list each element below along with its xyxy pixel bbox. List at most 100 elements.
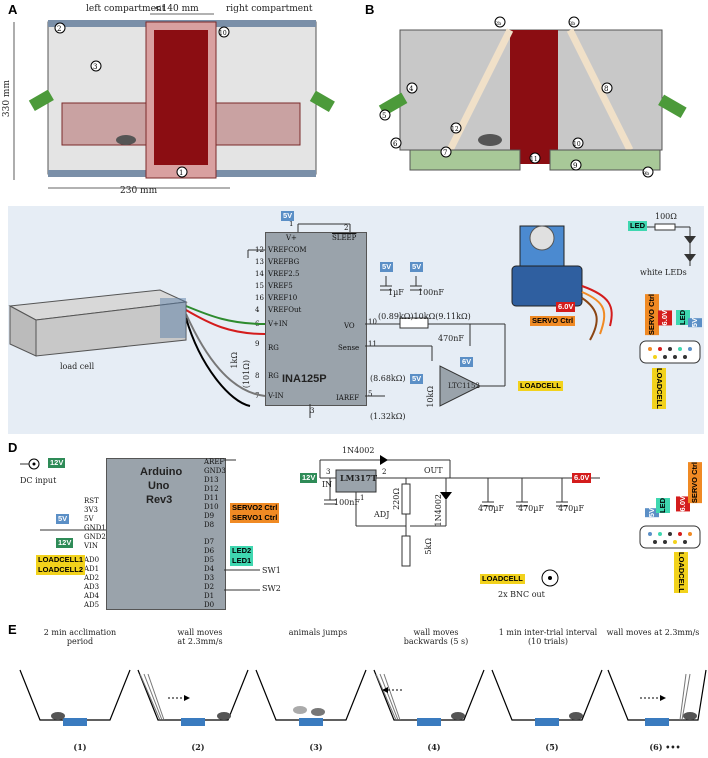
svg-text:2: 2 (57, 25, 61, 33)
led1-tag: LED1 (230, 556, 254, 566)
arduino-pin: D9 (204, 512, 215, 520)
servo1-ctrl-tag: SERVO1 Ctrl (230, 513, 280, 523)
regulator-name: LM317T (340, 473, 378, 483)
pin-name: IAREF (336, 394, 360, 402)
step-2-number: (2) (191, 742, 205, 752)
pin-num: 13 (255, 258, 264, 266)
resistor-5k: 5kΩ (424, 538, 433, 555)
conn-c-6v: 6.0V (658, 310, 672, 326)
pin-num: 5 (368, 390, 373, 398)
step-2-caption: wall moves at 2.3mm/s (177, 628, 223, 646)
pin-num: 9 (255, 340, 260, 348)
pin-name: RG (268, 344, 279, 352)
svg-text:3b: 3b (569, 21, 575, 27)
panel-e-sequence (19, 669, 707, 726)
opamp-name: LTC1152 (448, 382, 480, 390)
resistor-1k: 1kΩ (230, 352, 239, 369)
svg-text:4: 4 (409, 85, 414, 93)
arduino-pin: VIN (84, 542, 98, 550)
bnc-loadcell-tag: LOADCELL (480, 574, 525, 584)
step-3-number: (3) (309, 742, 323, 752)
dc-input-label: DC input (20, 476, 57, 485)
arduino-pin: AD5 (84, 601, 100, 609)
cap-470uf-3: 470µF (558, 504, 585, 513)
svg-text:11: 11 (530, 156, 538, 163)
arduino-pin: AD4 (84, 592, 100, 600)
vplus-pin: V+ (286, 234, 297, 242)
arduino-pin: GND2 (84, 533, 106, 541)
ina125p-chip (265, 232, 367, 406)
cap-470nf: 470nF (438, 334, 464, 343)
bnc-out-label: 2x BNC out (498, 590, 545, 599)
diode-1n4002-top: 1N4002 (342, 446, 375, 455)
sleep-pin: SLEEP (332, 234, 357, 242)
arduino-pin: GND3 (204, 467, 226, 475)
panel-d-wiring (20, 455, 701, 591)
svg-text:10: 10 (219, 30, 227, 37)
pin-num: 11 (368, 340, 377, 348)
v5-tag-chip: 5V (281, 211, 295, 221)
svg-text:1: 1 (179, 169, 183, 177)
pin-name: VREFBG (268, 258, 300, 266)
regulator-out: OUT (424, 466, 443, 475)
load-cell-label: load cell (60, 362, 95, 371)
arduino-pin: D8 (204, 521, 215, 529)
conn-c-5v: 5V (688, 318, 702, 328)
reg-6v-tag: 6.0V (572, 473, 592, 483)
resistor-220: 220Ω (392, 488, 401, 510)
cap-100nf-d: 100nF (334, 498, 360, 507)
conn-d-servo-ctrl: SERVO Ctrl (688, 462, 702, 504)
svg-text:10: 10 (573, 141, 581, 148)
dc-12v-tag: 12V (48, 458, 66, 468)
svg-text:5: 5 (382, 112, 386, 120)
pin-num: 8 (255, 372, 260, 380)
step-4-caption: wall moves backwards (5 s) (403, 628, 469, 646)
arduino-pin: 3V3 (84, 506, 98, 514)
sw1-label: SW1 (262, 566, 281, 575)
step-5-caption: 1 min inter-trial interval (10 trials) (498, 628, 598, 646)
cap-470uf-2: 470µF (518, 504, 545, 513)
cap-470uf-1: 470µF (478, 504, 505, 513)
conn-c-loadcell: LOADCELL (652, 368, 666, 409)
resistor-868: (8.68kΩ) (370, 374, 406, 383)
pin-name: V+IN (268, 320, 288, 328)
width-top-label: <140 mm (154, 4, 199, 14)
white-leds-label: white LEDs (640, 268, 687, 277)
cap-1uf: 1µF (388, 288, 404, 297)
pin-num: 7 (255, 392, 260, 400)
svg-text:12: 12 (451, 126, 459, 133)
arduino-pin: D5 (204, 556, 215, 564)
step-1-number: (1) (73, 742, 87, 752)
pin-name: Sense (338, 344, 360, 352)
step-1-diagram (19, 669, 131, 726)
svg-text:9b: 9b (643, 171, 649, 177)
pin-name: RG (268, 372, 279, 380)
loadcell1-tag: LOADCELL1 (36, 555, 85, 565)
step-4-number: (4) (427, 742, 441, 752)
arduino-name-1: Arduino (140, 466, 183, 478)
step-6-number: (6) ••• (649, 742, 681, 752)
conn-c-servo-ctrl: SERVO Ctrl (645, 294, 659, 336)
svg-text:3: 3 (93, 63, 97, 71)
servo-ctrl-tag: SERVO Ctrl (530, 316, 576, 326)
pin-name: VREFCOM (268, 246, 307, 254)
arduino-board (106, 458, 226, 610)
resistor-10k-pot: 10kΩ (426, 386, 435, 408)
arduino-name-2: Uno (148, 480, 170, 492)
step-1-caption: 2 min acclimation period (43, 628, 117, 646)
led2-tag: LED2 (230, 546, 254, 556)
pin-name: VREF5 (268, 282, 293, 290)
arduino-12v-tag: 12V (56, 538, 74, 548)
conn-d-loadcell: LOADCELL (674, 552, 688, 593)
v6-tag-opamp: 6V (460, 357, 474, 367)
arduino-pin: D12 (204, 485, 219, 493)
v5-tag-opamp: 5V (410, 374, 424, 384)
pin-name: VREFOut (268, 306, 302, 314)
pin-3-number: 3 (310, 407, 315, 415)
arduino-pin: AD1 (84, 565, 100, 573)
arduino-pin: AD0 (84, 556, 100, 564)
reg-12v-tag: 12V (300, 473, 318, 483)
pin-num: 14 (255, 270, 264, 278)
step-6-caption: wall moves at 2.3mm/s (606, 628, 700, 637)
panel-a-apparatus: 2 3 1 10 (13, 13, 335, 189)
